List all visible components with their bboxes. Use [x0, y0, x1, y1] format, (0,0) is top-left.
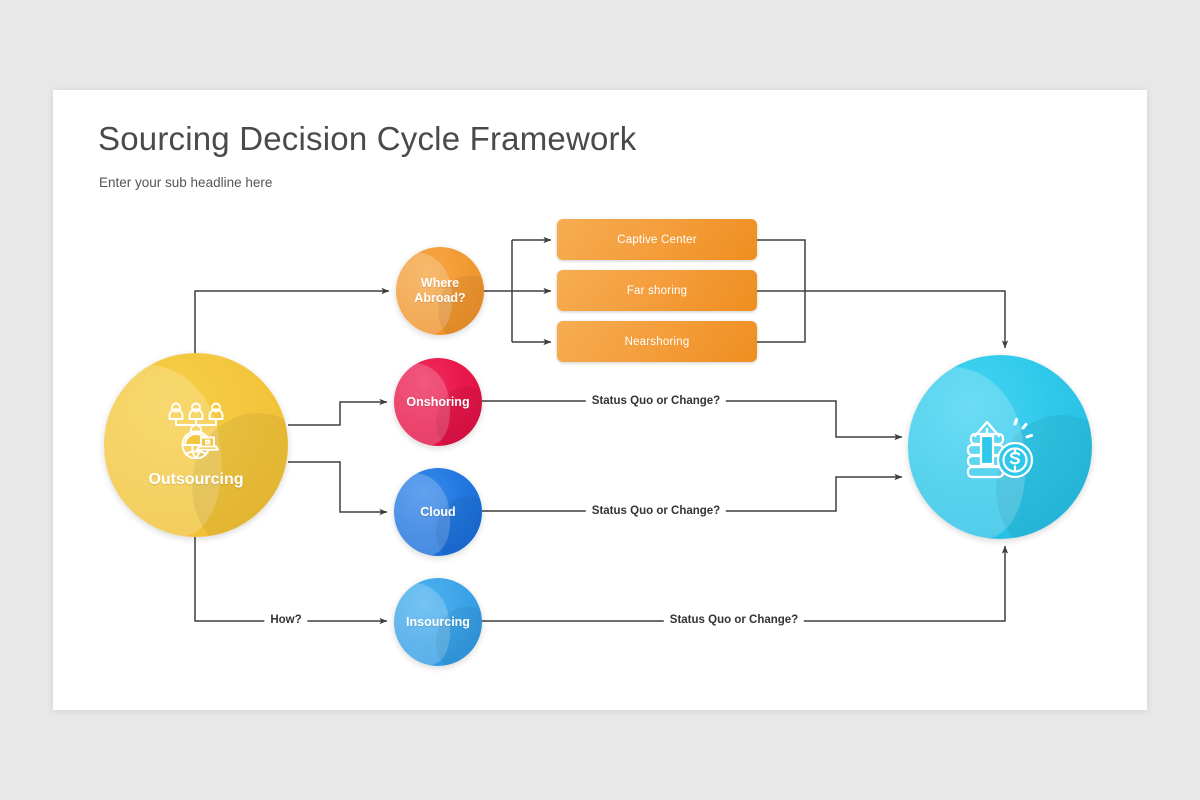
node-result[interactable] — [908, 355, 1092, 539]
node-outsourcing[interactable]: Outsourcing — [104, 353, 288, 537]
node-insourcing[interactable]: Insourcing — [394, 578, 482, 666]
coins-growth-arrow-dollar-icon — [966, 418, 1034, 479]
node-onshoring-label: Onshoring — [406, 394, 470, 409]
node-where-abroad-label: Where Abroad? — [414, 276, 466, 305]
node-cloud-label: Cloud — [420, 504, 456, 519]
node-outsourcing-label: Outsourcing — [148, 470, 244, 488]
page-title: Sourcing Decision Cycle Framework — [98, 120, 637, 157]
box-far-shoring[interactable]: Far shoring — [557, 270, 757, 311]
page-subtitle: Enter your sub headline here — [99, 175, 273, 190]
edge-label-how: How? — [264, 614, 308, 626]
box-nearshoring[interactable]: Nearshoring — [557, 321, 757, 362]
node-insourcing-label: Insourcing — [406, 614, 470, 629]
node-cloud[interactable]: Cloud — [394, 468, 482, 556]
node-where-abroad[interactable]: Where Abroad? — [396, 247, 484, 335]
edge-label-status-insourcing: Status Quo or Change? — [663, 614, 805, 626]
edge-label-status-onshoring: Status Quo or Change? — [585, 395, 727, 407]
edge-label-status-cloud: Status Quo or Change? — [585, 505, 727, 517]
people-network-globe-laptop-icon — [168, 402, 224, 459]
box-captive-center[interactable]: Captive Center — [557, 219, 757, 260]
node-onshoring[interactable]: Onshoring — [394, 358, 482, 446]
